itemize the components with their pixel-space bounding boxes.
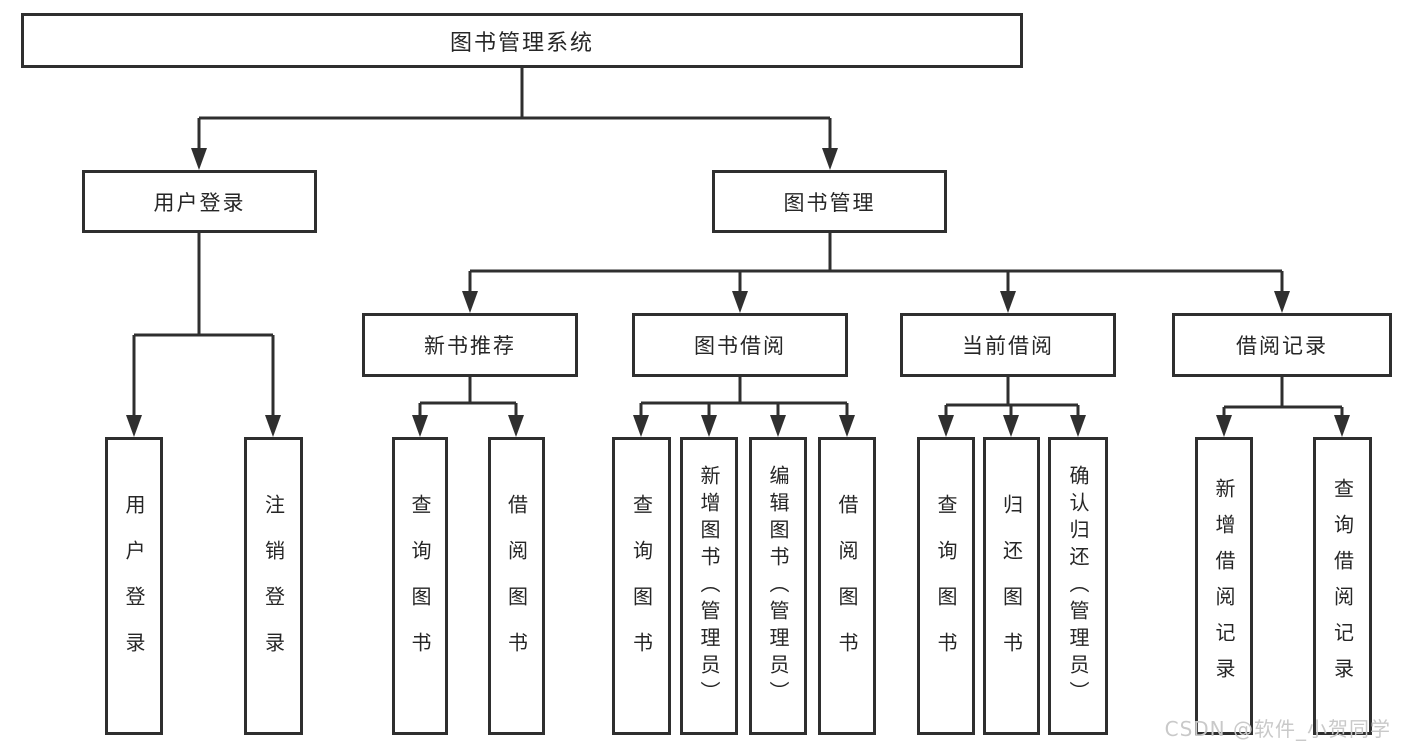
arrow-icon: [191, 148, 207, 170]
arrow-icon: [1216, 415, 1232, 437]
node-book-management: 图书管理: [712, 170, 947, 233]
node-book-borrow: 图书借阅: [632, 313, 848, 377]
arrow-icon: [839, 415, 855, 437]
node-label: 借阅图书: [504, 494, 529, 678]
connector-borrow-records-children: [1222, 377, 1344, 419]
node-label: 查询图书: [629, 494, 654, 678]
node-label: 查询借阅记录: [1330, 478, 1355, 694]
node-label: 新增图书（管理员）: [697, 464, 721, 708]
node-leaf-query-borrow-record: 查询借阅记录: [1313, 437, 1372, 735]
node-label: 确认归还（管理员）: [1066, 464, 1090, 708]
node-label: 查询图书: [408, 494, 432, 678]
connector-root-to-level2: [197, 68, 832, 152]
arrow-icon: [126, 415, 142, 437]
node-label: 新增借阅记录: [1212, 478, 1236, 694]
node-label: 新书推荐: [424, 334, 516, 358]
node-user-login: 用户登录: [82, 170, 317, 233]
node-leaf-user-login: 用户登录: [105, 437, 163, 735]
connector-book-borrow-children: [639, 377, 849, 419]
arrow-icon: [770, 415, 786, 437]
node-leaf-add-borrow-record: 新增借阅记录: [1195, 437, 1253, 735]
connector-new-book-rec-children: [418, 377, 518, 419]
node-label: 查询图书: [934, 494, 958, 678]
node-leaf-edit-books-admin: 编辑图书（管理员）: [749, 437, 807, 735]
node-label: 归还图书: [999, 494, 1024, 678]
arrowheads: [126, 148, 1350, 437]
arrow-icon: [1003, 415, 1019, 437]
arrow-icon: [633, 415, 649, 437]
node-borrow-records: 借阅记录: [1172, 313, 1392, 377]
node-root-system: 图书管理系统: [21, 13, 1023, 68]
node-label: 注销登录: [261, 494, 286, 678]
csdn-watermark: CSDN @软件_小贺同学: [1164, 717, 1391, 741]
arrow-icon: [1334, 415, 1350, 437]
arrow-icon: [508, 415, 524, 437]
node-leaf-query-books-recommend: 查询图书: [392, 437, 448, 735]
node-label: 图书管理: [783, 190, 876, 215]
connector-book-mgmt-children: [468, 233, 1284, 295]
arrow-icon: [822, 148, 838, 170]
arrow-icon: [265, 415, 281, 437]
node-leaf-query-books-borrow: 查询图书: [612, 437, 671, 735]
node-leaf-query-books-current: 查询图书: [917, 437, 975, 735]
node-leaf-borrow-books-borrow: 借阅图书: [818, 437, 876, 735]
connector-current-borrow-children: [944, 377, 1080, 419]
node-label: 编辑图书（管理员）: [766, 464, 790, 708]
connector-user-login-children: [132, 233, 275, 419]
node-label: 图书借阅: [694, 334, 786, 358]
node-leaf-confirm-return-admin: 确认归还（管理员）: [1048, 437, 1108, 735]
node-leaf-return-books: 归还图书: [983, 437, 1040, 735]
node-label: 用户登录: [153, 190, 246, 215]
node-leaf-add-books-admin: 新增图书（管理员）: [680, 437, 738, 735]
arrow-icon: [1070, 415, 1086, 437]
node-label: 当前借阅: [962, 334, 1054, 358]
node-leaf-logout: 注销登录: [244, 437, 303, 735]
node-label: 图书管理系统: [449, 30, 594, 56]
node-label: 借阅记录: [1236, 334, 1328, 358]
arrow-icon: [938, 415, 954, 437]
node-new-book-recommend: 新书推荐: [362, 313, 578, 377]
node-label: 用户登录: [122, 494, 146, 678]
node-label: 借阅图书: [835, 494, 859, 678]
arrow-icon: [1274, 291, 1290, 313]
arrow-icon: [701, 415, 717, 437]
arrow-icon: [412, 415, 428, 437]
node-leaf-borrow-books-recommend: 借阅图书: [488, 437, 545, 735]
arrow-icon: [1000, 291, 1016, 313]
arrow-icon: [462, 291, 478, 313]
arrow-icon: [732, 291, 748, 313]
node-current-borrow: 当前借阅: [900, 313, 1116, 377]
